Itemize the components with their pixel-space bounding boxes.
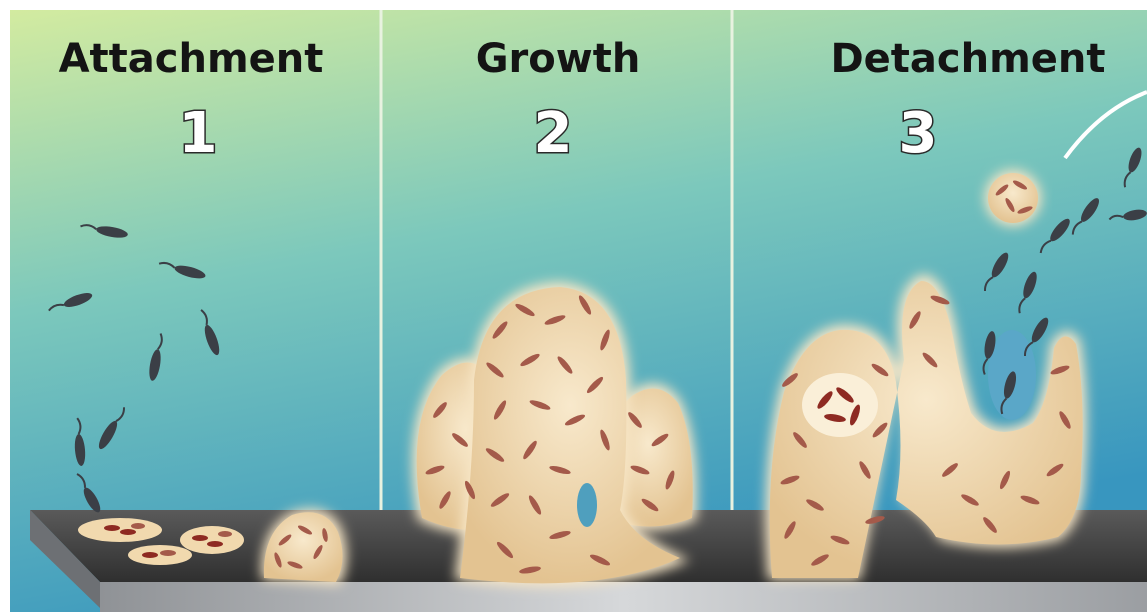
microcolony — [128, 545, 192, 565]
stage-title-detachment: Detachment — [830, 36, 1105, 82]
stage-title-attachment: Attachment — [59, 36, 324, 82]
stage-number-2: 2 — [534, 101, 573, 166]
water-channel — [577, 483, 597, 527]
microcolony — [78, 518, 162, 542]
microcolony — [180, 526, 244, 554]
dispersal-cavity — [802, 373, 878, 437]
stage-title-growth: Growth — [476, 36, 641, 82]
stage-number-1: 1 — [179, 101, 218, 166]
stage-number-3: 3 — [899, 101, 938, 166]
dispersal-cluster-icon — [985, 170, 1041, 226]
